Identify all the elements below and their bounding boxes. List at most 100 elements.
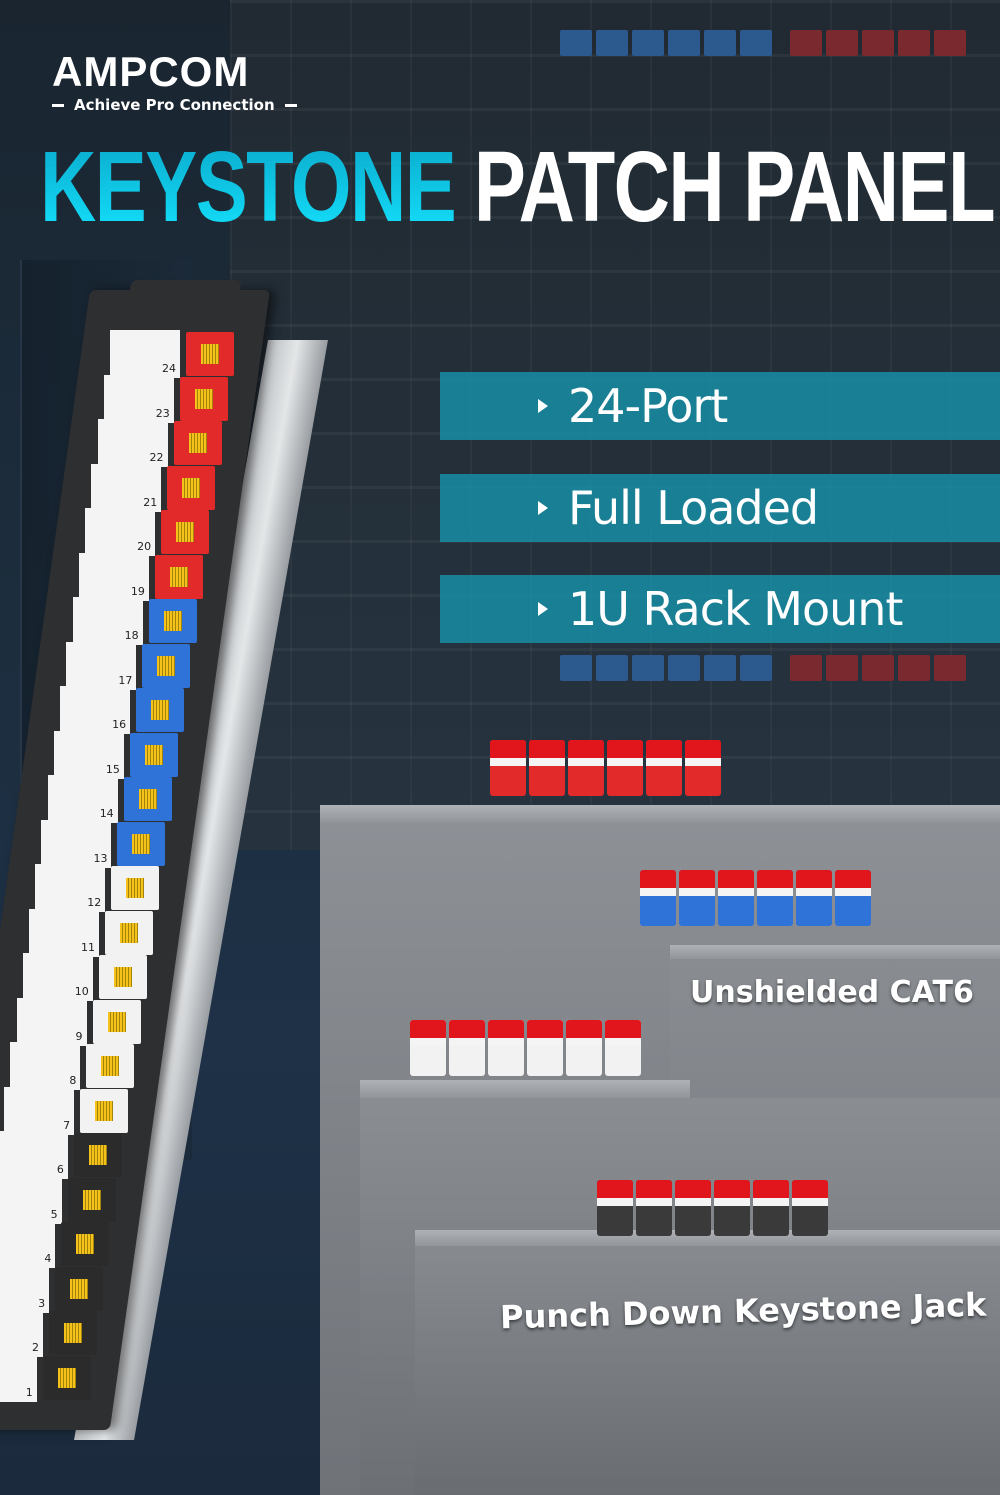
port-number-label: 1: [0, 1353, 37, 1402]
jack-pins: [151, 700, 170, 720]
rj45-jack-icon: [98, 955, 147, 999]
jack-pins: [57, 1367, 76, 1388]
keystone-jack-black: [636, 1180, 672, 1236]
port-number-label: 4: [0, 1220, 56, 1268]
panel-port: 11: [29, 908, 153, 957]
panel-port: 5: [0, 1175, 116, 1224]
jack-pins: [70, 1278, 89, 1299]
port-number-label: 16: [60, 686, 131, 734]
jack-pins: [157, 655, 176, 676]
jack-pins: [201, 344, 219, 364]
rj45-jack-icon: [55, 1266, 104, 1311]
panel-port: 9: [16, 997, 141, 1046]
keystone-jack-white: [410, 1020, 446, 1076]
panel-port: 3: [0, 1264, 104, 1313]
rj45-jack-icon: [186, 332, 234, 376]
port-number-label: 18: [72, 597, 143, 645]
jack-pins: [113, 967, 132, 987]
jack-pins: [120, 922, 138, 943]
background-rack-ports-blue-2: [560, 655, 772, 681]
keystone-jack-red: [646, 740, 682, 796]
port-number-label: 11: [29, 908, 99, 957]
port-number-label: 20: [85, 508, 156, 556]
port-number-label: 13: [41, 819, 112, 868]
background-rack-ports-red-2: [790, 655, 966, 681]
panel-port: 20: [85, 508, 210, 556]
port-number-label: 14: [47, 775, 118, 823]
keystone-jack-black: [792, 1180, 828, 1236]
rj45-jack-icon: [123, 777, 172, 821]
rj45-jack-icon: [148, 599, 197, 643]
jack-pins: [107, 1011, 126, 1032]
background-rack-ports-red: [790, 30, 966, 56]
jack-row-red: [490, 740, 721, 796]
stair-step-4: [415, 1246, 1000, 1495]
panel-port: 13: [41, 819, 166, 868]
panel-port: 1: [0, 1353, 91, 1402]
keystone-jack-black: [714, 1180, 750, 1236]
jack-row-black: [597, 1180, 828, 1236]
feature-label: 1U Rack Mount: [568, 582, 903, 636]
panel-port: 23: [103, 374, 228, 423]
port-number-label: 22: [97, 419, 168, 467]
jack-pins: [95, 1100, 114, 1121]
rj45-jack-icon: [117, 821, 166, 866]
port-number-label: 7: [4, 1086, 75, 1135]
jack-pins: [126, 878, 145, 898]
dash-right: [284, 103, 297, 107]
panel-port: 6: [0, 1131, 122, 1179]
brand-logo: AMPCOM Achieve Pro Connection: [52, 50, 297, 114]
rj45-jack-icon: [154, 554, 203, 599]
keystone-jack-white: [488, 1020, 524, 1076]
background-rack-ports-blue: [560, 30, 772, 56]
keystone-jack-white: [527, 1020, 563, 1076]
jack-pins: [144, 744, 163, 765]
keystone-jack-blue: [835, 870, 871, 926]
stair-top-1: [320, 805, 1000, 823]
port-number-label: 8: [10, 1042, 81, 1090]
jack-pins: [63, 1323, 82, 1343]
port-number-label: 23: [103, 374, 174, 423]
panel-port: 22: [97, 419, 222, 467]
stair-top-3: [360, 1080, 690, 1098]
title-keystone: KEYSTONE: [40, 131, 457, 243]
panel-top-ear: [125, 280, 242, 320]
port-number-label: 3: [0, 1264, 50, 1313]
keystone-jack-white: [605, 1020, 641, 1076]
keystone-jack-blue: [796, 870, 832, 926]
panel-port: 16: [60, 686, 185, 734]
panel-port: 2: [0, 1309, 97, 1357]
port-number-label: 12: [35, 864, 106, 912]
feature-label: Full Loaded: [568, 481, 819, 535]
rj45-jack-icon: [92, 999, 141, 1044]
keystone-jack-blue: [640, 870, 676, 926]
jack-pins: [88, 1145, 107, 1165]
jack-pins: [169, 566, 188, 587]
triangle-bullet-icon: [538, 602, 548, 616]
port-number-label: 6: [0, 1131, 68, 1179]
port-number-label: 15: [53, 730, 124, 779]
keystone-jack-black: [597, 1180, 633, 1236]
stair-top-2: [670, 945, 1000, 959]
panel-port: 18: [72, 597, 197, 645]
keystone-jack-red: [529, 740, 565, 796]
keystone-jack-red: [490, 740, 526, 796]
panel-port: 4: [0, 1220, 110, 1268]
rj45-jack-icon: [61, 1222, 110, 1266]
keystone-jack-red: [568, 740, 604, 796]
stair-top-4: [415, 1230, 1000, 1246]
jack-pins: [176, 522, 195, 542]
jack-pins: [76, 1234, 95, 1254]
keystone-jack-red: [607, 740, 643, 796]
feature-band-full-loaded: Full Loaded: [440, 474, 1000, 542]
panel-port: 10: [22, 953, 147, 1001]
title-patch-panel: PATCH PANEL: [473, 131, 996, 243]
panel-port: 8: [10, 1042, 135, 1090]
port-number-label: 5: [0, 1175, 62, 1224]
keystone-jack-blue: [757, 870, 793, 926]
triangle-bullet-icon: [538, 399, 548, 413]
rj45-jack-icon: [136, 688, 185, 732]
port-number-label: 17: [66, 641, 137, 690]
brand-tagline: Achieve Pro Connection: [52, 96, 297, 114]
